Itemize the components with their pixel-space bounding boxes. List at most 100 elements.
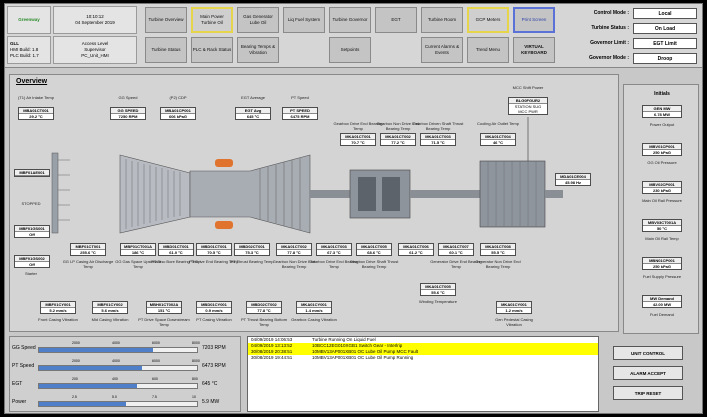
left-tag-box[interactable]: MBF01AE001	[14, 169, 50, 177]
nav-button-4[interactable]: Turbine Governor	[329, 7, 371, 33]
nav-button-1[interactable]: Main Power Turbine Oil	[191, 7, 233, 33]
nav-button-7[interactable]: GCP Meters	[467, 7, 509, 33]
nav-button-5[interactable]: EGT	[375, 7, 417, 33]
tag-value-row: 68.6 °C	[357, 250, 391, 255]
nav-button-0[interactable]: Turbine Overview	[145, 7, 187, 33]
nav2-button-2[interactable]: Bearing Temps & Vibration	[237, 37, 279, 63]
nav-button-3[interactable]: Liq Fuel System	[283, 7, 325, 33]
bar-tick-label: 8000	[192, 341, 200, 345]
tag-name: MBD02CT002	[247, 302, 281, 308]
nav2-button-5[interactable]: Trend Menu	[467, 37, 509, 63]
side-title: Initials	[654, 91, 670, 97]
bar-label: GG Speed	[12, 345, 36, 351]
tag-label: Cooling Air Outlet Temp	[477, 121, 519, 126]
nav-button-6[interactable]: Turbine Room	[421, 7, 463, 33]
tag-value-row: 67.3 °C	[317, 250, 351, 255]
tag-value: 77.8	[287, 250, 296, 255]
tag-value-row: 45.98 Hz	[556, 180, 590, 185]
tag-value-row: 77.8 °C	[247, 308, 281, 313]
nav-button-2[interactable]: Gas Generator Lube Oil	[237, 7, 279, 33]
tag-label: EGT Average	[241, 95, 265, 100]
bar-value: 7203 RPM	[202, 345, 226, 351]
mcc-label: MCC Shift Power	[512, 85, 544, 90]
bar-tick-label: 2.5	[72, 395, 77, 399]
tag-label: Fuel Demand	[649, 312, 674, 317]
tag-unit: kPaG	[660, 264, 672, 269]
tag-value: 250	[652, 150, 660, 155]
nav2-button-6[interactable]: VIRTUAL KEYBOARD	[513, 37, 555, 63]
date-text: 04 September 2019	[75, 20, 115, 25]
tag-name: MBD01CT001	[197, 244, 231, 250]
bar-label: PT Speed	[12, 363, 35, 369]
tag-name: PT SPEED	[283, 108, 317, 114]
tag-value: 606	[168, 114, 176, 119]
nav2-button-3[interactable]: Setpoints	[329, 37, 371, 63]
mode-value[interactable]: Local	[633, 8, 697, 19]
tag-value-row: 6475 RPM	[283, 114, 317, 119]
tag-unit: kPaG	[176, 114, 188, 119]
mode-value[interactable]: Droop	[633, 53, 697, 64]
alarm-accept-button[interactable]: ALARM ACCEPT	[613, 366, 683, 380]
trip-reset-button[interactable]: TRIP RESET	[613, 386, 683, 400]
alarm-text: 10BCC12EG010XGB1 Switch Gear - Interlrip	[312, 343, 403, 348]
nav-button-8[interactable]: Print Screen	[513, 7, 555, 33]
tag-unit: °C	[400, 140, 405, 145]
tag-value-row: 70.7 °C	[341, 140, 375, 145]
nav2-button-4[interactable]: Current Alarms & Events	[421, 37, 463, 63]
unit-control-button[interactable]: UNIT CONTROL	[613, 346, 683, 360]
nav2-button-0[interactable]: Turbine Status	[145, 37, 187, 63]
tag-name: MBF01CT001A	[121, 244, 155, 250]
bar-fill	[39, 348, 153, 352]
tag-value-row: 70.5 °C	[197, 250, 231, 255]
nav2-button-1[interactable]: PLC & Rack Status	[191, 37, 233, 63]
tag-label: Gearbox Drive End Bearing Temp	[309, 259, 359, 269]
mode-value[interactable]: On Load	[633, 23, 697, 34]
tag-unit: mm/s	[108, 308, 119, 313]
mode-value[interactable]: EGT Limit	[633, 38, 697, 49]
tag-label: Gearbox Non Drive End Bearing Temp	[376, 121, 420, 131]
